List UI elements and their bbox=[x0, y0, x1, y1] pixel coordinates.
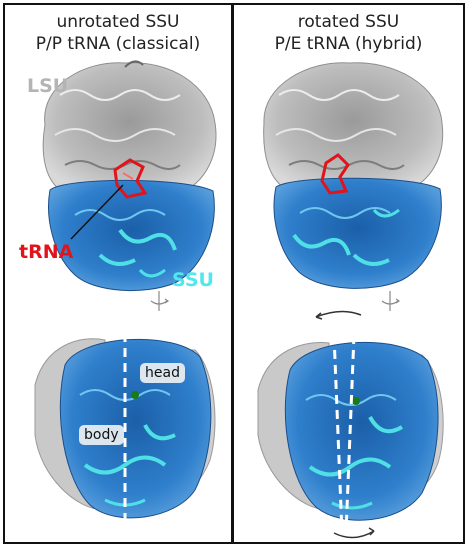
ssu-top bbox=[48, 179, 215, 291]
trna-label: tRNA bbox=[19, 241, 74, 263]
curved-arrow-icon bbox=[315, 310, 375, 539]
ssu-label: SSU bbox=[172, 269, 214, 291]
head-label: head bbox=[140, 363, 185, 383]
panel-title-line2: P/P tRNA (classical) bbox=[35, 34, 201, 54]
trna-leader-line bbox=[70, 184, 124, 240]
rotation-arrow-icon bbox=[150, 291, 170, 311]
ssu-bottom bbox=[284, 341, 439, 521]
panel-unrotated: unrotated SSU P/P tRNA (classical) bbox=[3, 3, 233, 544]
panel-title-line1: rotated SSU bbox=[297, 12, 400, 32]
lsu-top bbox=[263, 62, 444, 192]
axis-line-rotated bbox=[344, 334, 356, 534]
ssu-bottom bbox=[59, 338, 212, 519]
trna-top bbox=[320, 153, 350, 195]
rotation-arrow-icon bbox=[381, 291, 401, 311]
lsu-label: LSU bbox=[27, 75, 69, 97]
trna-top bbox=[113, 158, 148, 199]
panel-rotated: rotated SSU P/E tRNA (hybrid) bbox=[232, 3, 465, 544]
ribosome-structure-rotated bbox=[257, 62, 444, 539]
ssu-top bbox=[273, 177, 442, 289]
axis-line-original bbox=[332, 334, 344, 534]
panel-title-line1: unrotated SSU bbox=[56, 12, 180, 32]
lsu-top bbox=[42, 60, 217, 194]
panel-title-line2: P/E tRNA (hybrid) bbox=[274, 34, 423, 54]
body-label: body bbox=[79, 425, 124, 445]
ribosome-structure-unrotated bbox=[34, 60, 217, 533]
